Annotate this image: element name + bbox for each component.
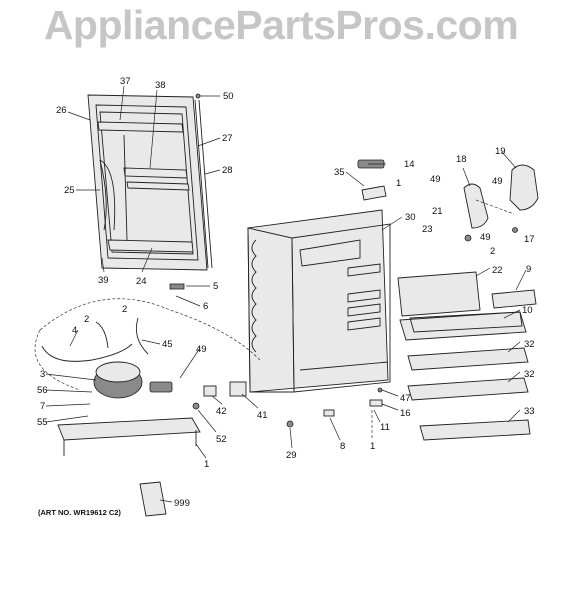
leader-lines <box>45 85 527 503</box>
hinge-assembly <box>463 164 539 242</box>
callout-37: 37 <box>120 76 131 87</box>
callout-47: 47 <box>400 393 411 404</box>
callout-42: 42 <box>216 406 227 417</box>
shelves-and-trays <box>397 271 537 441</box>
callout-28: 28 <box>222 165 233 176</box>
callout-49: 49 <box>430 174 441 185</box>
callout-49: 49 <box>480 232 491 243</box>
callout-11: 11 <box>380 422 390 433</box>
callout-1: 1 <box>204 459 209 470</box>
callout-35: 35 <box>334 167 345 178</box>
callout-9: 9 <box>526 264 531 275</box>
callout-49: 49 <box>492 176 503 187</box>
callout-32: 32 <box>524 369 535 380</box>
small-parts <box>169 283 383 440</box>
callout-999: 999 <box>174 498 190 509</box>
callout-52: 52 <box>216 434 227 445</box>
callout-30: 30 <box>405 212 416 223</box>
callout-7: 7 <box>40 401 45 412</box>
callout-45: 45 <box>162 339 173 350</box>
callout-24: 24 <box>136 276 147 287</box>
callout-8: 8 <box>340 441 345 452</box>
callout-55: 55 <box>37 417 48 428</box>
callout-1: 1 <box>370 441 375 452</box>
art-number-label: (ART NO. WR19612 C2) <box>38 508 121 517</box>
callout-3: 3 <box>40 369 45 380</box>
cabinet-assembly <box>247 159 391 393</box>
callout-labels: 50 37 38 26 27 28 25 39 24 5 6 14 35 1 3… <box>37 76 535 509</box>
callout-41: 41 <box>257 410 268 421</box>
callout-1: 1 <box>396 178 401 189</box>
callout-16: 16 <box>400 408 411 419</box>
watermark-logo: AppliancePartsPros.com <box>43 2 519 48</box>
callout-32: 32 <box>524 339 535 350</box>
callout-4: 4 <box>72 325 77 336</box>
callout-14: 14 <box>404 159 415 170</box>
callout-19: 19 <box>495 146 506 157</box>
callout-26: 26 <box>56 105 67 116</box>
door-assembly <box>87 93 213 271</box>
compressor-group <box>34 298 261 456</box>
callout-2: 2 <box>84 314 89 325</box>
callout-5: 5 <box>213 281 218 292</box>
callout-29: 29 <box>286 450 297 461</box>
callout-56: 56 <box>37 385 48 396</box>
callout-18: 18 <box>456 154 467 165</box>
callout-38: 38 <box>155 80 166 91</box>
callout-22: 22 <box>492 265 503 276</box>
callout-17: 17 <box>524 234 535 245</box>
callout-10: 10 <box>522 305 533 316</box>
callout-39: 39 <box>98 275 109 286</box>
callout-2: 2 <box>490 246 495 257</box>
callout-21: 21 <box>432 206 443 217</box>
callout-25: 25 <box>64 185 75 196</box>
manual-sheet <box>139 481 167 517</box>
callout-23: 23 <box>422 224 433 235</box>
callout-27: 27 <box>222 133 233 144</box>
callout-50: 50 <box>223 91 234 102</box>
callout-33: 33 <box>524 406 535 417</box>
callout-6: 6 <box>203 301 208 312</box>
callout-49: 49 <box>196 344 207 355</box>
callout-2: 2 <box>122 304 127 315</box>
